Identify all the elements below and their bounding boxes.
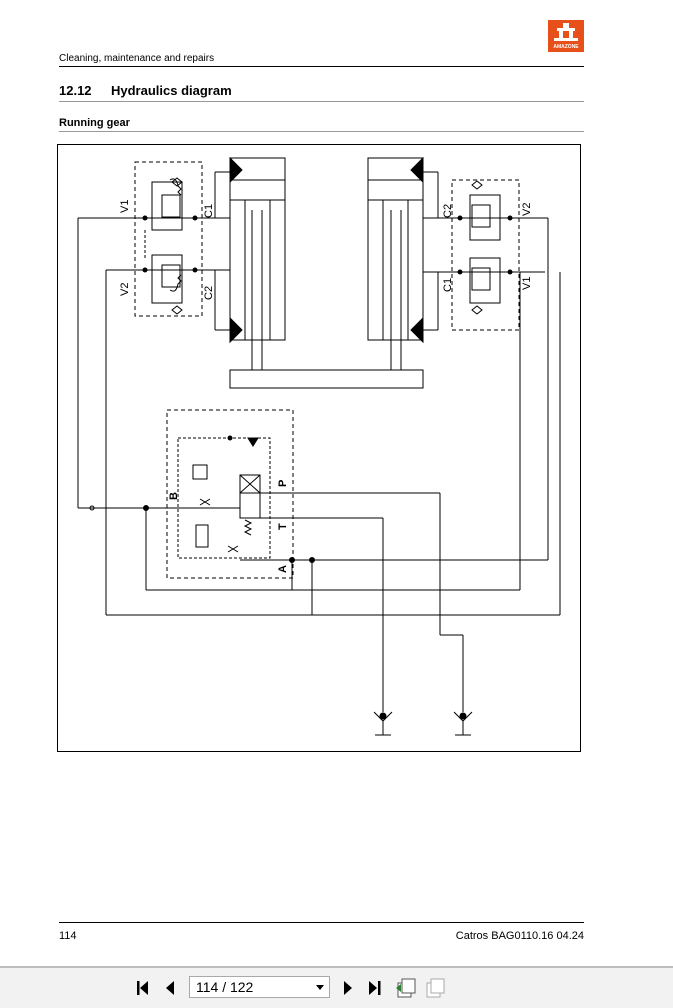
logo-text: AMAZONE	[553, 44, 579, 50]
label-port-p: P	[277, 480, 289, 487]
right-lock-valve	[423, 171, 545, 331]
hydraulics-diagram: V1 V2 C1 C2 C2 C1 V2 V1 B P T A	[57, 144, 581, 752]
viewer-toolbar: 114 / 122	[0, 966, 673, 1008]
chapter-number: 12.12	[59, 83, 92, 98]
footer-rule	[59, 922, 584, 923]
hydraulic-schematic: V1 V2 C1 C2 C2 C1 V2 V1 B P T A	[77, 156, 561, 736]
page-selector[interactable]: 114 / 122	[189, 976, 330, 998]
logo-emblem-icon	[554, 23, 578, 41]
label-v2-left: V2	[119, 283, 131, 296]
page-layout-button[interactable]	[394, 976, 418, 1000]
hydraulic-couplings	[373, 711, 473, 736]
label-c1-right: C1	[442, 278, 454, 292]
label-v1-right: V1	[521, 277, 533, 290]
two-page-view-button[interactable]	[423, 976, 447, 1000]
title-rule	[59, 101, 584, 102]
first-page-icon	[137, 981, 148, 995]
label-port-a: A	[277, 565, 289, 573]
subtitle: Running gear	[59, 117, 130, 129]
label-port-b: B	[168, 492, 180, 500]
label-v1-left: V1	[119, 200, 131, 213]
label-port-t: T	[277, 523, 289, 530]
previous-page-button[interactable]	[160, 978, 180, 998]
label-v2-right: V2	[521, 203, 533, 216]
pipelines	[77, 217, 561, 712]
last-page-icon	[369, 981, 381, 995]
control-valve	[166, 409, 294, 579]
page-indicator: 114 / 122	[196, 979, 254, 995]
header-rule	[59, 66, 584, 67]
chapter-title: 12.12 Hydraulics diagram	[59, 83, 232, 98]
label-c2-left: C2	[203, 286, 215, 300]
label-c1-left: C1	[203, 204, 215, 218]
last-page-button[interactable]	[364, 978, 384, 998]
next-page-icon	[344, 981, 352, 995]
page-number: 114	[59, 930, 77, 942]
document-reference: Catros BAG0110.16 04.24	[455, 930, 584, 942]
page-layout-icon	[396, 978, 416, 998]
section-header: Cleaning, maintenance and repairs	[59, 53, 215, 64]
previous-page-icon	[166, 981, 174, 995]
chapter-title-text: Hydraulics diagram	[111, 83, 232, 98]
brand-logo: AMAZONE	[548, 20, 584, 52]
first-page-button[interactable]	[134, 978, 154, 998]
two-page-view-icon	[426, 978, 445, 998]
next-page-button[interactable]	[338, 978, 358, 998]
chevron-down-icon	[316, 985, 324, 990]
subtitle-rule	[59, 131, 584, 132]
axle-tube	[229, 369, 424, 389]
label-c2-right: C2	[442, 204, 454, 218]
right-cylinder	[367, 156, 424, 370]
left-lock-valve	[134, 161, 230, 331]
left-cylinder	[229, 156, 286, 370]
